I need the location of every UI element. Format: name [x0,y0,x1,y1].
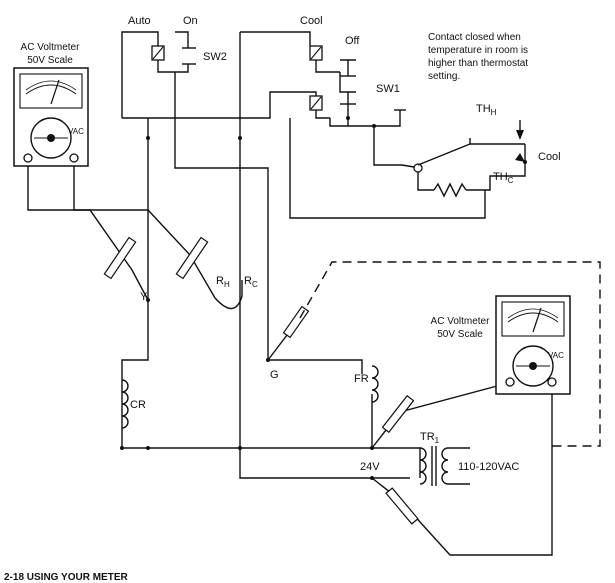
line-voltage-label: 110-120VAC [458,461,519,473]
th-c-label: THC [493,171,514,185]
sw1-label: SW1 [376,83,400,95]
left-voltmeter: AC Voltmeter 50V Scale VAC [13,42,89,167]
y-label: Y [140,291,148,303]
cr-coil [121,379,129,429]
note-line-2: temperature in room is [428,45,528,56]
on-label: On [183,15,198,27]
rc-label: RC [244,275,258,289]
right-meter-title-2: 50V Scale [437,329,483,340]
th-h-label: THH [476,103,497,117]
cool-switch-label: Cool [300,15,323,27]
right-meter-com-terminal [505,377,515,387]
probe-24v-bottom [385,487,419,525]
note-line-1: Contact closed when [428,32,521,43]
cr-label: CR [130,399,146,411]
fr-label: FR [354,373,369,385]
right-voltmeter: AC Voltmeter 50V Scale VAC [431,295,571,395]
probe-g [282,305,310,339]
note-line-3: higher than thermostat [428,58,528,69]
tr-label: TR1 [420,431,440,445]
fr-coil [371,365,379,403]
sw2-label: SW2 [203,51,227,63]
24v-label: 24V [360,461,380,473]
probe-24v-top [381,394,415,434]
page-footer: 2-18 USING YOUR METER [4,572,129,583]
rh-label: RH [216,275,230,289]
g-label: G [270,369,279,381]
transformer-tr1 [419,446,470,486]
right-meter-v-terminal [547,377,557,387]
note-line-4: setting. [428,71,460,82]
switch-section: Auto On Cool Off SW2 SW1 [121,15,561,360]
left-meter-title-1: AC Voltmeter [21,42,81,53]
left-meter-unit: VAC [68,127,84,136]
auto-label: Auto [128,15,151,27]
probe-rh [175,236,209,280]
thermostat-pivot [413,163,423,173]
cool-thermostat-label: Cool [538,151,561,163]
right-meter-title-1: AC Voltmeter [431,316,491,327]
probe-y [103,236,137,280]
off-label: Off [345,35,360,47]
right-meter-unit: VAC [548,351,564,360]
left-meter-com-terminal [23,153,33,163]
left-meter-title-2: 50V Scale [27,55,73,66]
left-meter-v-terminal [69,153,79,163]
